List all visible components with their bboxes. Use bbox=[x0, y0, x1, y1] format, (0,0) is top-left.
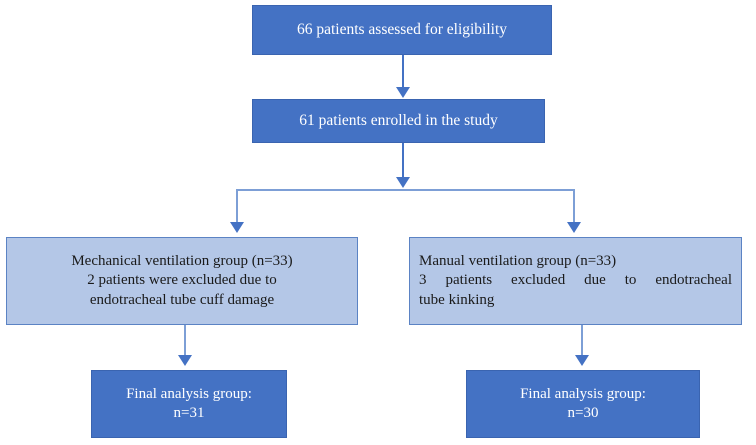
connector-split-left-line bbox=[236, 189, 238, 223]
node-enrolled-line-1: 61 patients enrolled in the study bbox=[299, 111, 498, 129]
node-mechanical-line-2: 2 patients were excluded due to bbox=[87, 272, 277, 289]
node-manual-ventilation-group: Manual ventilation group (n=33) 3 patien… bbox=[409, 237, 742, 325]
connector-mechanical-to-final-left-arrowhead bbox=[178, 355, 192, 366]
node-enrolled-in-study: 61 patients enrolled in the study bbox=[252, 99, 545, 143]
connector-manual-to-final-right-line bbox=[581, 325, 583, 356]
node-assessed-for-eligibility: 66 patients assessed for eligibility bbox=[252, 5, 552, 55]
connector-assessed-to-enrolled-arrowhead bbox=[396, 87, 410, 98]
connector-split-right-line bbox=[573, 189, 575, 223]
node-mechanical-ventilation-group: Mechanical ventilation group (n=33) 2 pa… bbox=[6, 237, 358, 325]
connector-enrolled-to-split-arrowhead bbox=[396, 177, 410, 188]
node-manual-line-2: 3 patients excluded due to endotracheal bbox=[419, 272, 732, 289]
connector-manual-to-final-right-arrowhead bbox=[575, 355, 589, 366]
node-final-left-line-2: n=31 bbox=[173, 405, 205, 421]
node-assessed-line-1: 66 patients assessed for eligibility bbox=[296, 20, 508, 38]
node-mechanical-line-3: endotracheal tube cuff damage bbox=[89, 291, 275, 308]
connector-split-left-arrowhead bbox=[230, 222, 244, 233]
node-final-right-line-2: n=30 bbox=[567, 405, 599, 421]
node-final-analysis-left: Final analysis group: n=31 bbox=[91, 370, 287, 438]
node-mechanical-line-1: Mechanical ventilation group (n=33) bbox=[71, 252, 293, 269]
connector-enrolled-to-split-line bbox=[402, 143, 404, 177]
connector-split-bus bbox=[237, 189, 575, 191]
node-manual-line-3: tube kinking bbox=[419, 291, 495, 308]
connector-assessed-to-enrolled-line bbox=[402, 55, 404, 88]
node-final-right-line-1: Final analysis group: bbox=[520, 385, 646, 402]
node-manual-line-1: Manual ventilation group (n=33) bbox=[419, 252, 617, 269]
node-final-left-line-1: Final analysis group: bbox=[126, 385, 252, 402]
node-final-analysis-right: Final analysis group: n=30 bbox=[466, 370, 700, 438]
connector-split-right-arrowhead bbox=[567, 222, 581, 233]
connector-mechanical-to-final-left-line bbox=[184, 325, 186, 356]
